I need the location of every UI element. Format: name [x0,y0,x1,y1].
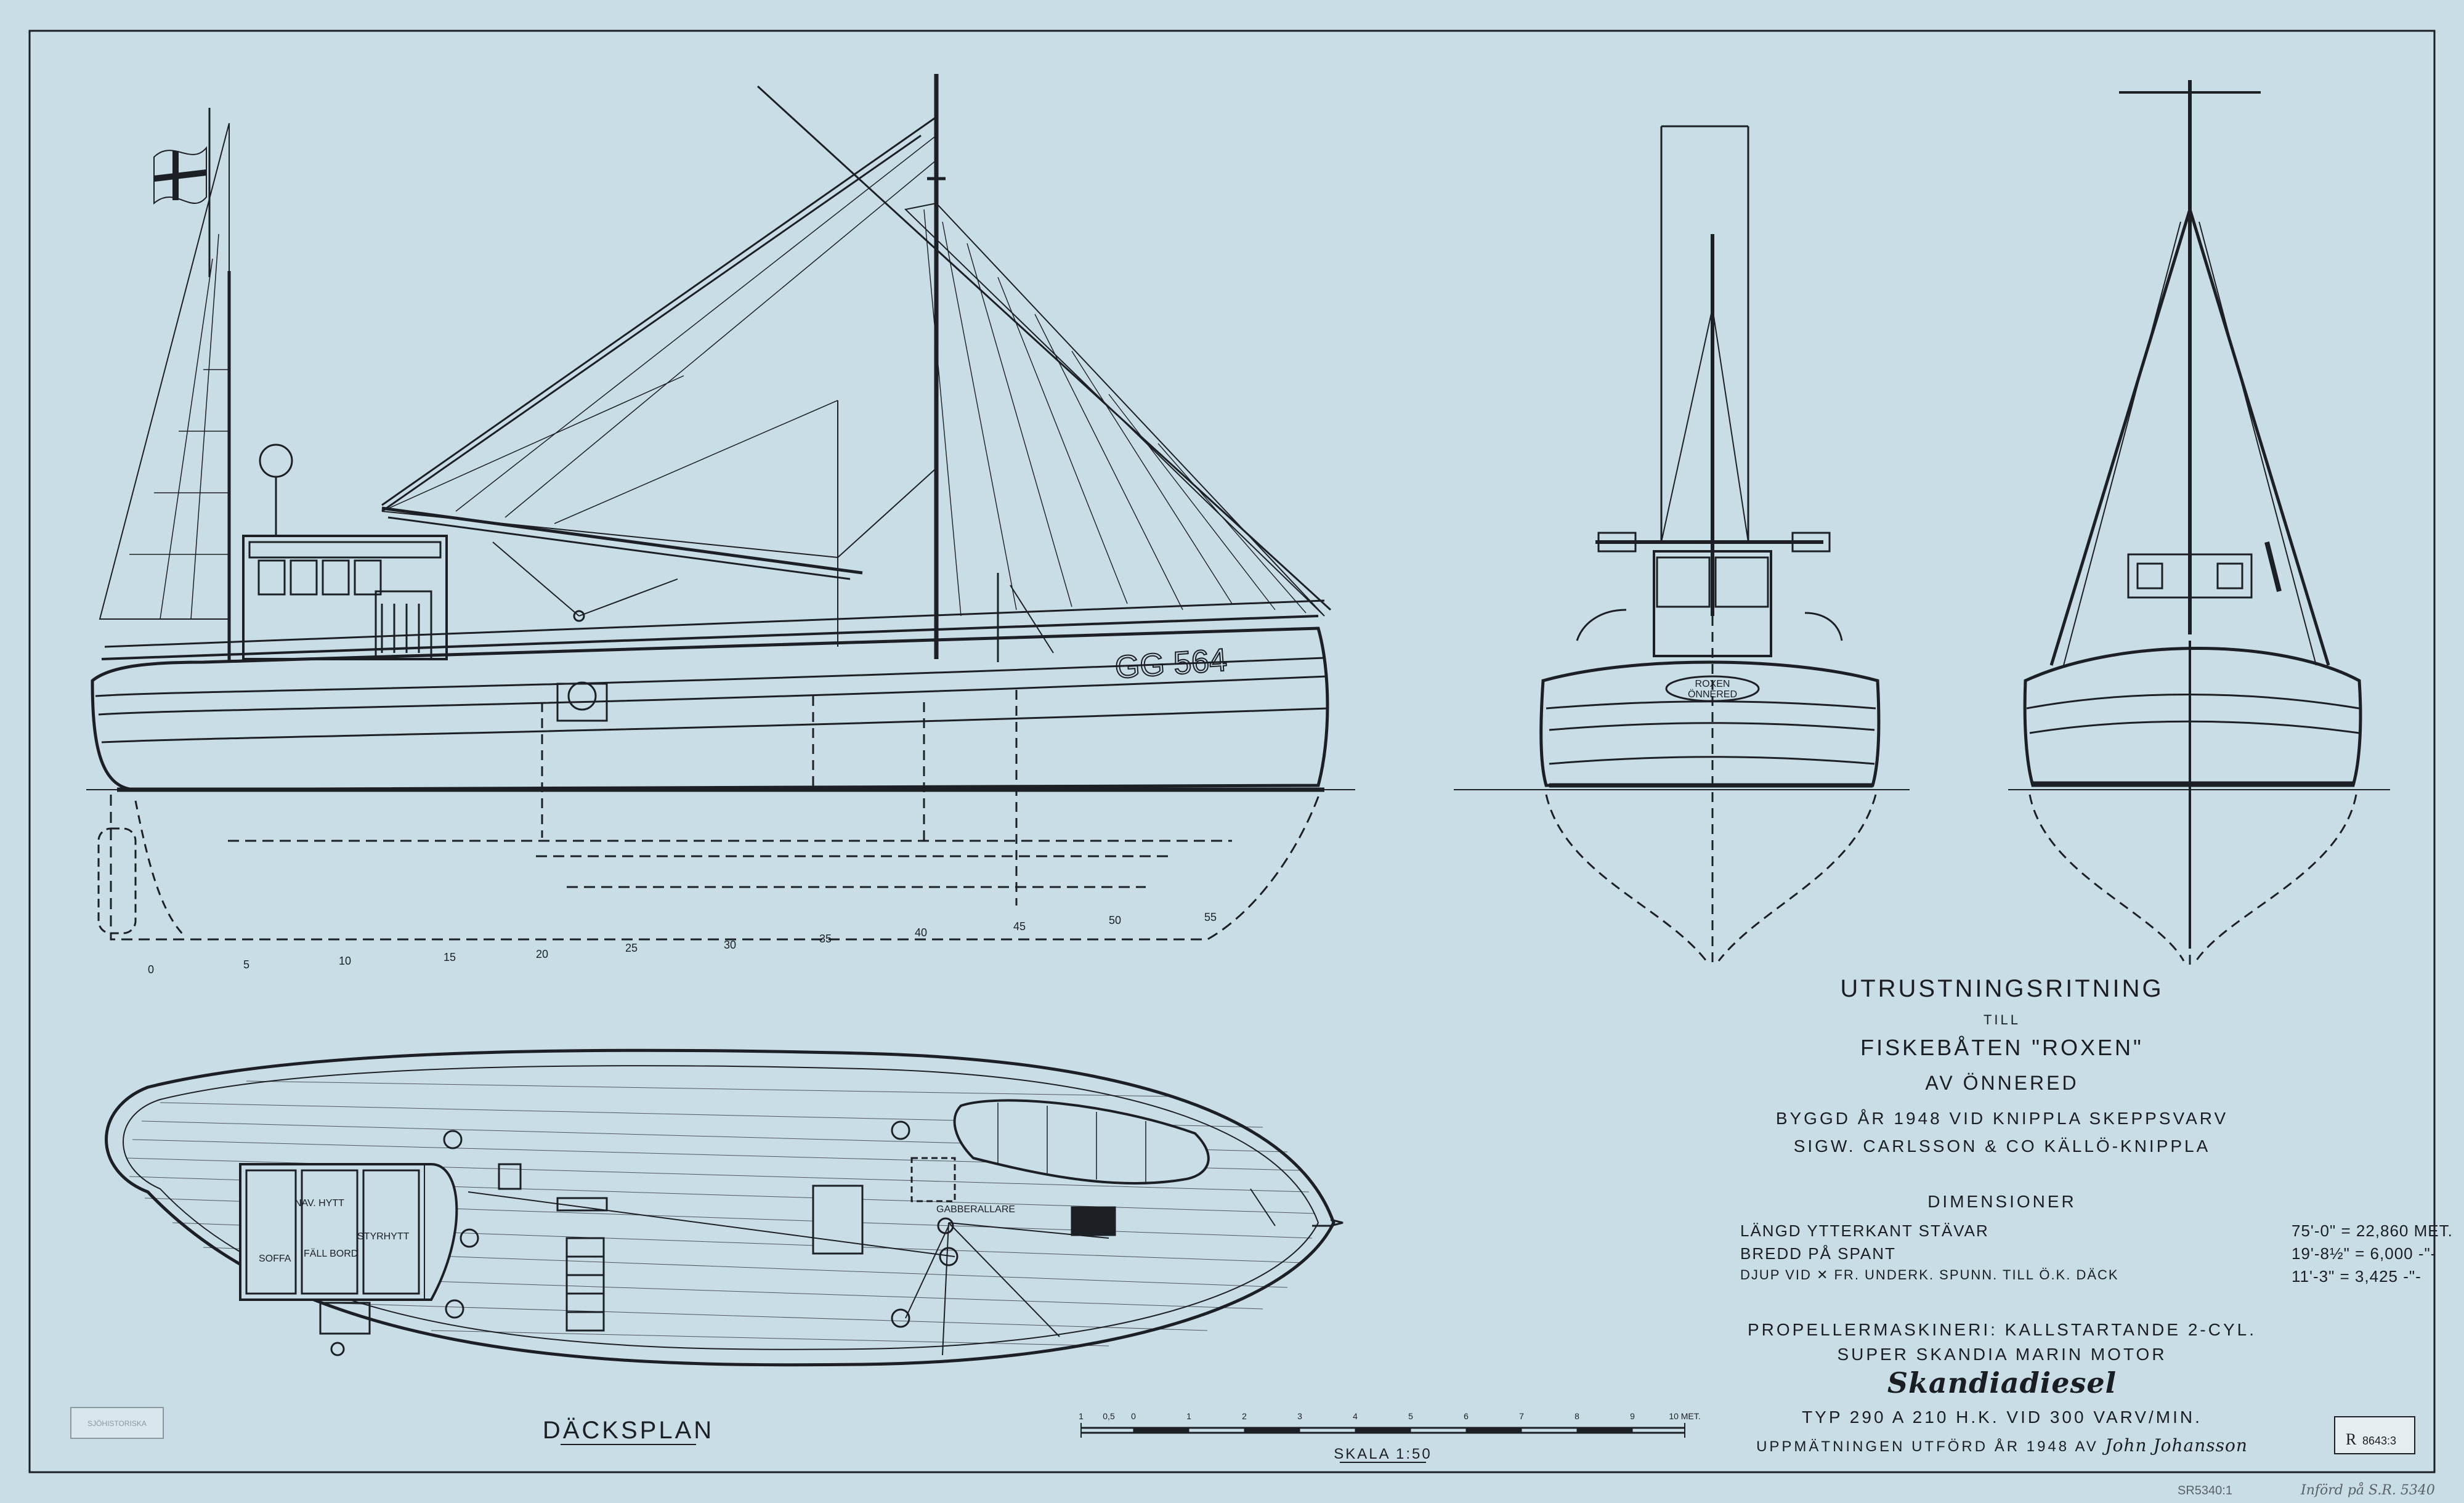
scale-label: SKALA 1:50 [1334,1446,1432,1462]
stamp-left-text: SJÖHISTORISKA [87,1419,147,1428]
scale-tick: 0 [1131,1411,1136,1421]
stern-name-line1: ROXEN [1695,679,1730,689]
frame-number: 55 [1204,911,1217,923]
frame-number: 25 [625,942,638,954]
frame-number: 15 [444,951,456,963]
scale-tick: 4 [1353,1411,1358,1421]
scale-tick: 1 [1186,1411,1191,1421]
stern-view [1454,125,1910,967]
scale-tick: 8 [1574,1411,1579,1421]
frame-number: 30 [724,939,736,951]
engine-type: TYP 290 A 210 H.K. VID 300 VARV/MIN. [1802,1408,2202,1427]
stamp-right-ref: 8643:3 [2362,1435,2396,1447]
survey-line: UPPMÄTNINGEN UTFÖRD ÅR 1948 AV John Joha… [1706,1435,2298,1456]
deck-label-styr: STYRHYTT [357,1231,410,1242]
scale-tick: 10 MET. [1669,1411,1700,1421]
drawing-border [28,30,2436,1473]
surveyor-signature: John Johansson [2105,1435,2248,1456]
dimension-label: BREDD PÅ SPANT [1740,1244,1896,1263]
frame-number: 50 [1109,914,1121,926]
scale-tick: 0,5 [1103,1411,1115,1421]
frame-number: 35 [819,933,832,945]
scale-tick: 9 [1630,1411,1635,1421]
scale-tick: 6 [1464,1411,1469,1421]
scale-bar [1080,1423,1685,1438]
scale-tick: 7 [1519,1411,1524,1421]
stamp-right-letter: R [2346,1430,2357,1448]
dimensions-heading: DIMENSIONER [1927,1192,2077,1211]
scale-tick: 3 [1297,1411,1302,1421]
bow-view [2008,80,2390,967]
hull-registration: GG 564 [1114,642,1228,686]
stern-name-line2: ÖNNERED [1688,689,1737,700]
deck-label-fallbord: FÄLL BORD [304,1248,358,1259]
survey-text: UPPMÄTNINGEN UTFÖRD ÅR 1948 AV [1756,1438,2099,1455]
engine-brand: Skandiadiesel [1887,1366,2117,1400]
frame-number: 40 [915,926,927,939]
title-till: TILL [1983,1012,2021,1027]
bottom-note: Införd på S.R. 5340 [2300,1481,2435,1498]
frame-number: 45 [1013,920,1026,933]
archive-stamp-right: R 8643:3 [2334,1416,2415,1454]
frame-number: 20 [536,948,548,960]
frame-number: 5 [243,958,249,971]
title-yard: SIGW. CARLSSON & Co KÄLLÖ-KNIPPLA [1793,1136,2211,1156]
deck-label-nav: NAV. HYTT [294,1198,344,1209]
frame-numbers: 0 5 10 15 20 25 30 35 40 45 50 55 [148,911,1217,976]
engine-line2: SUPER SKANDIA MARIN MOTOR [1837,1345,2167,1364]
deck-label-kabel: GABBERALLARE [936,1204,1015,1215]
scale-tick: 1 [1079,1411,1084,1421]
title-built: BYGGD ÅR 1948 VID KNIPPLA SKEPPSVARV [1775,1109,2229,1128]
archive-stamp-left: SJÖHISTORISKA [70,1407,164,1439]
scale-tick: 5 [1408,1411,1413,1421]
frame-number: 0 [148,963,154,976]
dimension-label: LÄNGD YTTERKANT STÄVAR [1740,1221,1989,1240]
deck-plan-label: DÄCKSPLAN [543,1417,714,1444]
bottom-ref: SR5340:1 [2178,1484,2232,1497]
engine-line1: PROPELLERMASKINERI: KALLSTARTANDE 2-CYL. [1748,1320,2256,1339]
frame-number: 10 [339,955,351,967]
deck-labels: NAV. HYTT STYRHYTT SOFFA FÄLL BORD GABBE… [259,1198,1015,1264]
dimension-value: 75'-0" = 22,860 MET. [2292,1221,2453,1240]
title-boat: FISKEBÅTEN "ROXEN" [1860,1035,2144,1060]
dimension-value: 19'-8½" = 6,000 -"- [2292,1244,2437,1263]
dimension-value: 11'-3" = 3,425 -"- [2292,1267,2421,1286]
deck-label-soffa: SOFFA [259,1254,291,1264]
title-main: UTRUSTNINGSRITNING [1840,975,2164,1002]
deck-plan [105,1048,1343,1367]
title-from: AV ÖNNERED [1925,1072,2079,1094]
stern-name-plate: ROXEN ÖNNERED [1688,679,1737,700]
side-elevation [86,74,1355,941]
scale-ticks: 1 0,5 0 1 2 3 4 5 6 7 8 9 10 MET. [1079,1411,1701,1421]
dimension-label: DJUP VID ✕ FR. UNDERK. SPUNN. TILL Ö.K. … [1740,1267,2119,1282]
scale-tick: 2 [1242,1411,1247,1421]
